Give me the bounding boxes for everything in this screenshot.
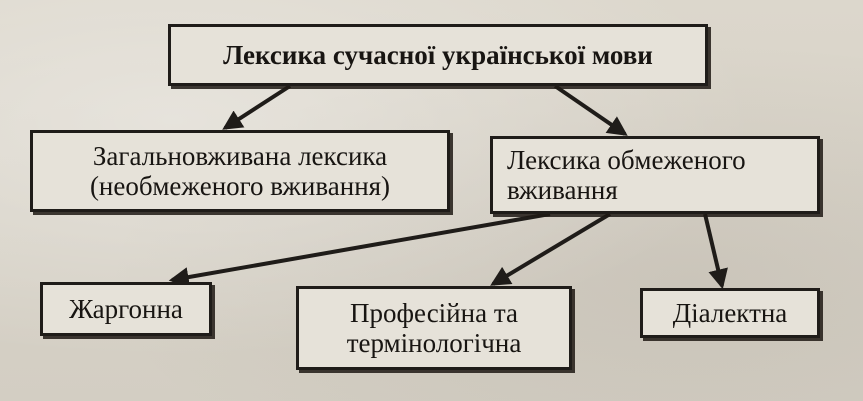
edge-root-to-general (222, 84, 292, 130)
general-vocabulary-node: Загальновживана лексика (необмеженого вж… (30, 130, 450, 212)
jargon-label: Жаргонна (69, 293, 183, 324)
edge-restricted-to-professional (490, 212, 612, 286)
restricted-vocabulary-label: Лексика обмеженого вживання (507, 144, 746, 205)
professional-terminology-label: Професійна та термінологічна (346, 297, 522, 358)
edge-restricted-to-jargon (168, 212, 551, 287)
restricted-vocabulary-node: Лексика обмеженого вживання (490, 136, 820, 214)
dialect-label: Діалектна (672, 297, 788, 328)
professional-terminology-node: Професійна та термінологічна (296, 286, 572, 370)
edge-root-to-restricted (553, 84, 628, 136)
root-node-label: Лексика сучасної української мови (223, 39, 653, 70)
root-node: Лексика сучасної української мови (168, 24, 708, 86)
edge-restricted-to-dialect (703, 213, 728, 290)
jargon-node: Жаргонна (40, 282, 212, 336)
dialect-node: Діалектна (640, 288, 820, 338)
general-vocabulary-label: Загальновживана лексика (необмеженого вж… (89, 140, 391, 201)
